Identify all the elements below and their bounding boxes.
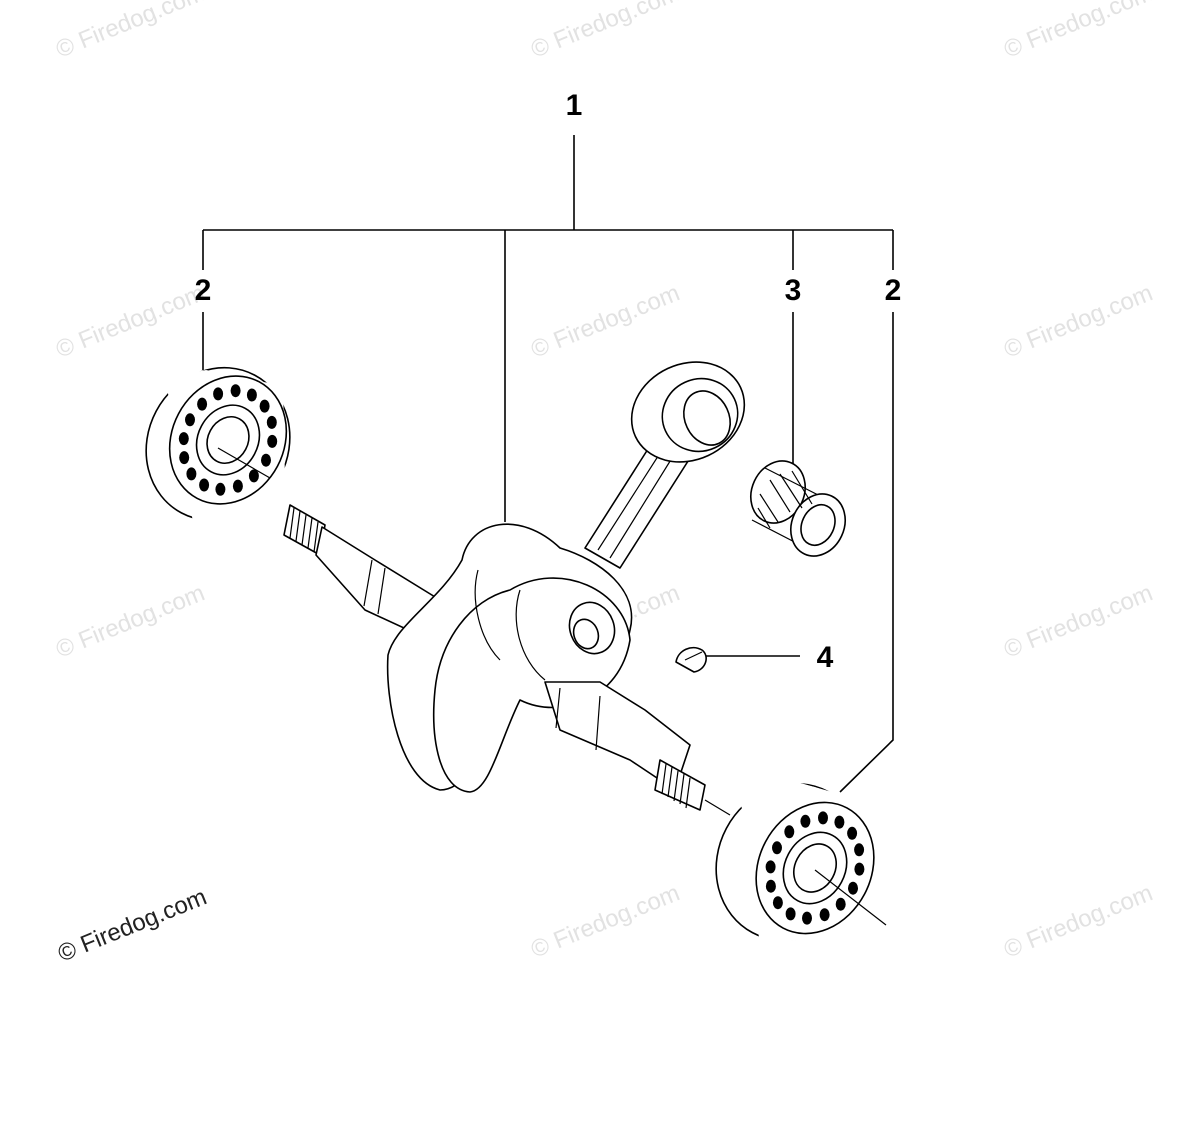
watermark-text: © Firedog.com <box>1000 579 1156 663</box>
callout-2-right: 2 <box>885 274 902 307</box>
crank-webs <box>386 523 633 793</box>
leader-lines <box>202 135 894 793</box>
bearing-ball <box>248 469 259 483</box>
callout-3: 3 <box>785 274 802 307</box>
watermark-text: © Firedog.com <box>527 879 683 963</box>
bearing-ball <box>259 399 270 413</box>
bearing-ball <box>772 896 783 910</box>
bearing-ball <box>765 860 776 874</box>
bearing-ball <box>802 911 812 925</box>
watermark-text: © Firedog.com <box>52 279 208 363</box>
bearing-ball <box>199 478 210 492</box>
bearing-ball <box>197 397 208 411</box>
bearing-ball <box>835 897 846 911</box>
watermark-corner: © Firedog.com <box>54 883 210 967</box>
bearing-ball <box>765 879 776 893</box>
bearing-ball <box>179 451 190 465</box>
bearing-balls <box>765 811 865 925</box>
bearing-ball <box>230 384 241 398</box>
watermark-text: © Firedog.com <box>527 0 683 64</box>
bearing-ball <box>848 881 858 895</box>
bearing-ball <box>232 479 243 493</box>
connecting-rod <box>584 361 746 569</box>
needle-bearing <box>748 460 846 557</box>
crankshaft-right-shaft <box>544 681 731 816</box>
woodruff-key <box>675 646 707 673</box>
watermark-text: © Firedog.com <box>1000 0 1156 64</box>
ball-bearing-right <box>715 780 887 945</box>
bearing-ball <box>772 841 782 855</box>
ball-bearing-left <box>145 366 291 532</box>
bearing-ball <box>785 907 796 921</box>
watermark-text: © Firedog.com <box>527 279 683 363</box>
bearing-ball <box>834 815 845 829</box>
callout-4: 4 <box>817 641 834 674</box>
bearing-ball <box>847 826 858 840</box>
crankshaft-left-shaft <box>217 447 441 641</box>
bearing-ball <box>213 387 224 401</box>
bearing-ball <box>185 413 195 427</box>
watermark-text: © Firedog.com <box>1000 879 1156 963</box>
bearing-ball <box>266 415 277 429</box>
bearing-ball <box>261 453 271 467</box>
bearing-ball <box>784 825 795 839</box>
bearing-ball <box>267 434 278 448</box>
callout-2-left: 2 <box>195 274 212 307</box>
bearing-ball <box>178 432 189 446</box>
bearing-ball <box>818 811 828 825</box>
watermark-text: © Firedog.com <box>52 0 208 64</box>
bearing-ball <box>186 467 197 481</box>
bearing-ball <box>246 388 257 402</box>
bearing-ball <box>215 482 226 496</box>
watermark-text: © Firedog.com <box>1000 279 1156 363</box>
bearing-ball <box>800 814 811 828</box>
bearing-ball <box>854 862 865 876</box>
bearing-ball <box>854 843 865 857</box>
bearing-ball <box>819 908 830 922</box>
bearing-balls <box>178 384 278 496</box>
watermark-text: © Firedog.com <box>52 579 208 663</box>
callout-1: 1 <box>566 89 583 122</box>
